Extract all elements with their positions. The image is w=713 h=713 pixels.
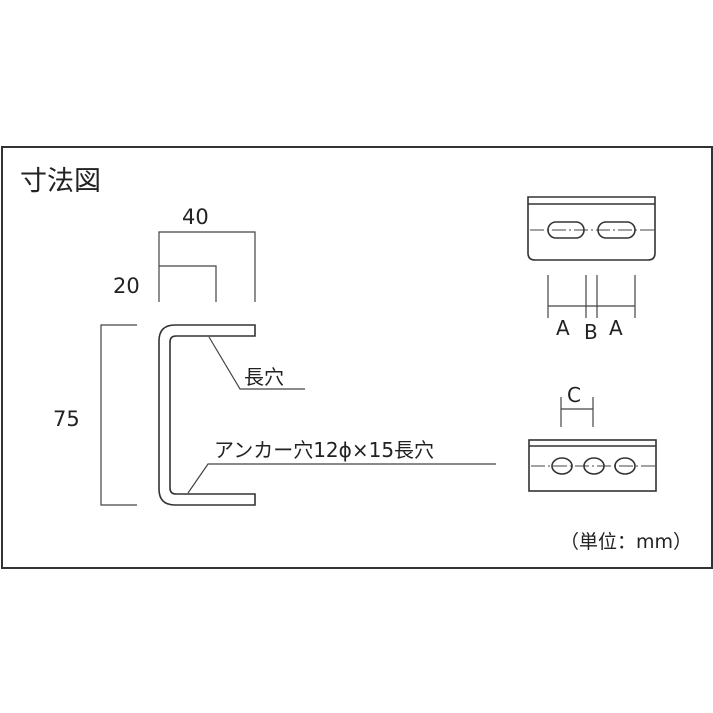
slot-leader-line: [208, 336, 305, 390]
dim-c-bracket: [560, 397, 594, 427]
slot-dimension-lines: [547, 275, 636, 318]
dim-20-label: 20: [113, 274, 140, 298]
diagram-frame: [1, 146, 713, 569]
dim-b-label: B: [584, 320, 598, 344]
c-channel-profile: [158, 324, 256, 506]
drawing-title: 寸法図: [20, 166, 101, 197]
dim-75-bracket: [100, 324, 137, 506]
slot-hole-right: [597, 221, 636, 239]
round-hole-3: [614, 457, 636, 475]
dim-a-right-label: A: [609, 316, 623, 340]
dim-75-label: 75: [53, 407, 80, 431]
round-hole-1: [551, 457, 573, 475]
round-hole-2: [583, 457, 605, 475]
anchor-hole-leader-line: [187, 463, 496, 494]
anchor-hole-label: アンカー穴12ϕ×15長穴: [214, 438, 434, 462]
unit-note: （単位：mm）: [560, 531, 692, 553]
dim-40-bracket: [158, 231, 256, 302]
dim-20-bracket: [159, 265, 217, 302]
slot-hole-left: [547, 221, 585, 239]
dim-c-label: C: [567, 383, 581, 407]
hole-plate-view: [528, 439, 657, 492]
dim-40-label: 40: [182, 205, 209, 229]
dim-a-left-label: A: [556, 316, 570, 340]
slot-label: 長穴: [244, 365, 284, 389]
slot-plate-view: [527, 196, 656, 261]
